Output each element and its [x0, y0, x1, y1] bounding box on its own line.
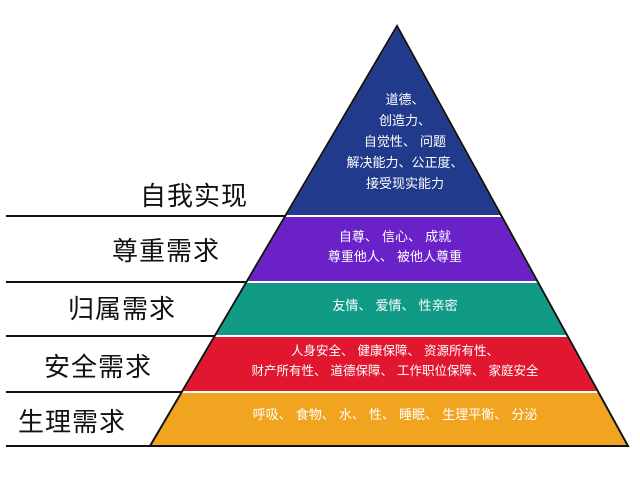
band-item: 自觉性、 问题: [363, 135, 447, 150]
safety-items: 人身安全、 健康保障、 资源所有性、 财产所有性、 道德保障、 工作职位保障、 …: [190, 341, 600, 381]
belonging-items: 友情、 爱情、 性亲密: [280, 297, 510, 317]
band-item: 创造力、: [378, 114, 431, 129]
band-item: 呼吸、 食物、 水、 性、 睡眠、 生理平衡、 分泌: [252, 408, 538, 423]
pyramid-outline: [148, 23, 630, 447]
physiological-items: 呼吸、 食物、 水、 性、 睡眠、 生理平衡、 分泌: [170, 406, 620, 426]
band-item: 尊重他人、 被他人尊重: [327, 250, 463, 265]
band-item: 人身安全、 健康保障、 资源所有性、: [291, 343, 499, 358]
band-item: 道德、: [385, 93, 425, 108]
label-belonging: 归属需求: [68, 295, 177, 325]
label-esteem: 尊重需求: [112, 237, 221, 267]
label-safety: 安全需求: [44, 353, 153, 383]
esteem-items: 自尊、 信心、 成就 尊重他人、 被他人尊重: [280, 228, 510, 268]
label-physiological: 生理需求: [18, 408, 127, 438]
band-item: 自尊、 信心、 成就: [338, 230, 452, 245]
label-self-actualization: 自我实现: [140, 182, 249, 212]
band-item: 解决能力、公正度、: [346, 156, 464, 171]
self-actualization-items: 道德、 创造力、 自觉性、 问题 解决能力、公正度、 接受现实能力: [330, 90, 480, 195]
band-item: 接受现实能力: [365, 177, 444, 192]
band-item: 友情、 爱情、 性亲密: [332, 299, 458, 314]
band-item: 财产所有性、 道德保障、 工作职位保障、 家庭安全: [251, 363, 539, 378]
